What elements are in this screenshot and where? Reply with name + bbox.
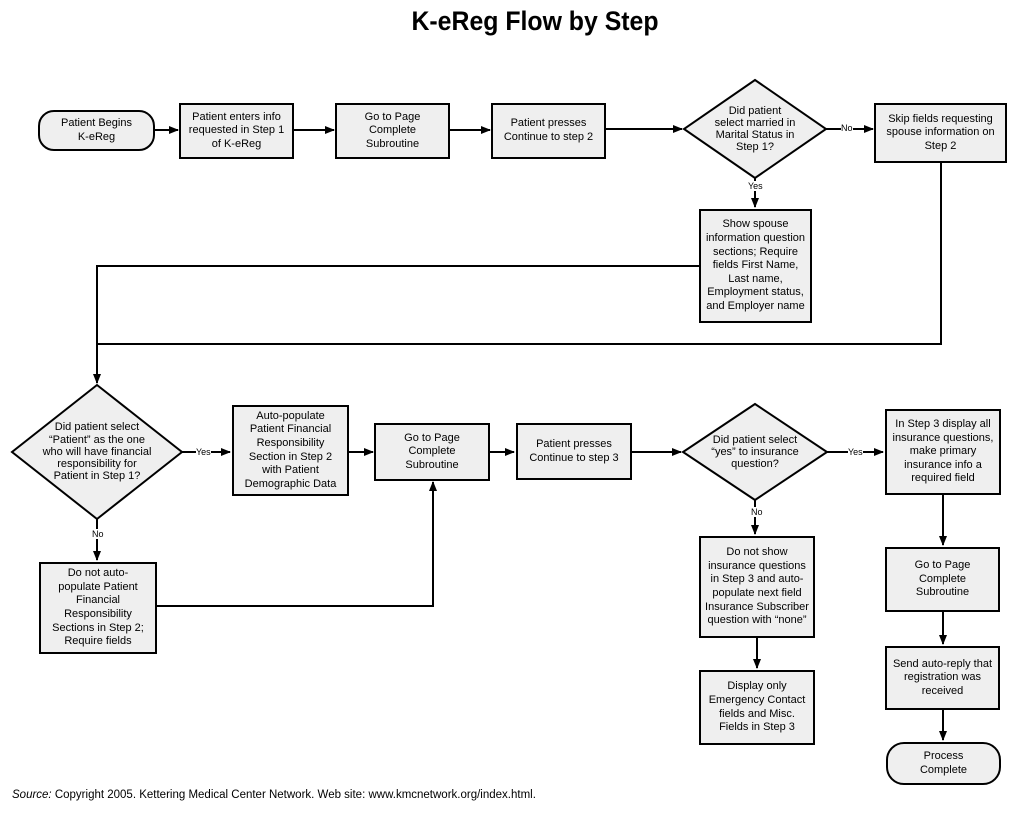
source-text: Copyright 2005. Kettering Medical Center… [51,789,536,801]
edge-label-married-yes: Yes [748,181,763,191]
edge-label-married-no: No [841,123,853,133]
edge-label-insurance-no: No [751,507,763,517]
diagram-title: K-eReg Flow by Step [411,6,659,36]
married-decision: Did patient select married in Marital St… [714,88,796,170]
show-spouse-fields-step: Show spouse information question section… [699,209,812,323]
continue-step-3: Patient presses Continue to step 3 [516,423,632,480]
source-footnote: Source: Copyright 2005. Kettering Medica… [12,789,536,801]
continue-step-2: Patient presses Continue to step 2 [491,103,606,159]
go-to-page-complete-step-2: Go to Page Complete Subroutine [374,423,490,481]
no-auto-populate-step: Do not auto-populate Patient Financial R… [39,562,157,654]
no-insurance-step: Do not show insurance questions in Step … [699,536,815,638]
start-terminal: Patient Begins K-eReg [38,110,155,151]
display-emergency-contact-step: Display only Emergency Contact fields an… [699,670,815,745]
send-auto-reply-step: Send auto-reply that registration was re… [885,646,1000,710]
insurance-decision: Did patient select “yes” to insurance qu… [704,424,806,480]
financial-responsibility-decision: Did patient select “Patient” as the one … [42,398,152,506]
edge-label-financial-no: No [92,529,104,539]
source-label: Source: [12,789,52,801]
insurance-question: Did patient select “yes” to insurance qu… [711,433,799,471]
go-to-page-complete-step-3: Go to Page Complete Subroutine [885,547,1000,612]
process-complete-terminal: Process Complete [886,742,1001,785]
auto-populate-step: Auto-populate Patient Financial Responsi… [232,405,349,496]
display-insurance-questions-step: In Step 3 display all insurance question… [885,409,1001,495]
edge-label-insurance-yes: Yes [848,447,863,457]
skip-spouse-fields-step: Skip fields requesting spouse informatio… [874,103,1007,163]
married-question: Did patient select married in Marital St… [714,104,796,154]
go-to-page-complete-step-1: Go to Page Complete Subroutine [335,103,450,159]
edge-label-financial-yes: Yes [196,447,211,457]
enter-info-step: Patient enters info requested in Step 1 … [179,103,294,159]
financial-responsibility-question: Did patient select “Patient” as the one … [42,421,152,483]
